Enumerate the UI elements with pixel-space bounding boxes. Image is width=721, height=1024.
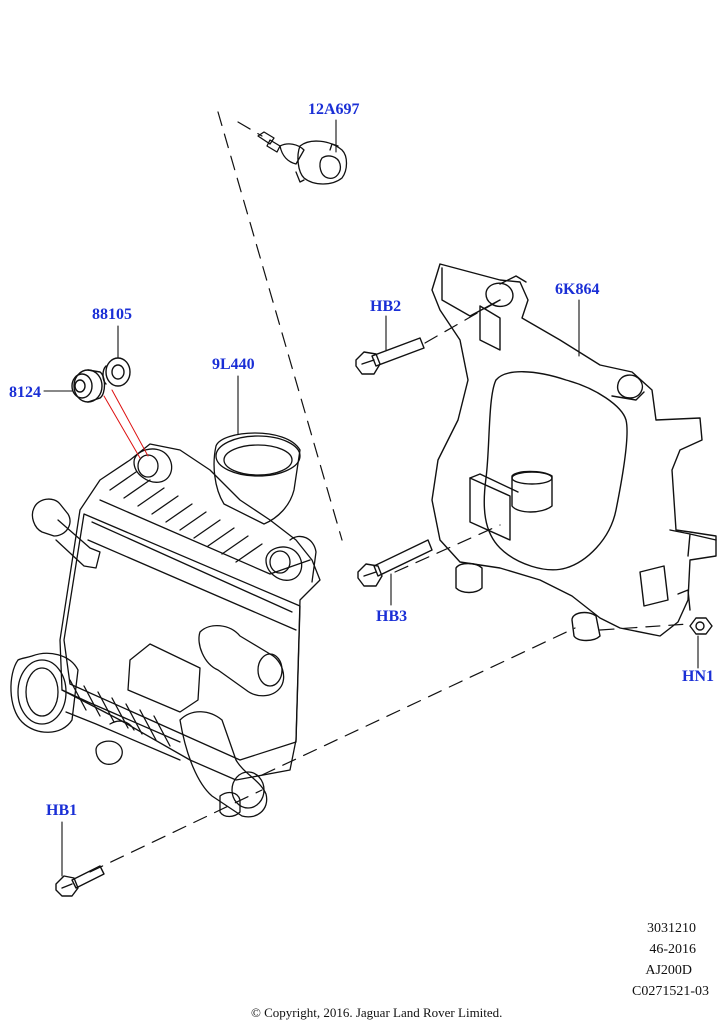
intercooler-9L440 [10, 432, 321, 818]
reference-line-2: 46-2016 [649, 942, 696, 957]
reference-line-3: AJ200D [645, 963, 692, 978]
callout-12A697[interactable]: 12A697 [308, 101, 360, 118]
reference-line-4: C0271521-03 [632, 984, 709, 999]
callout-88105[interactable]: 88105 [92, 306, 132, 323]
callout-6K864[interactable]: 6K864 [555, 281, 600, 298]
sensor-12A697 [257, 131, 348, 185]
bracket-6K864 [431, 263, 717, 642]
bolt-HB3 [357, 539, 433, 587]
callout-HB3[interactable]: HB3 [376, 608, 408, 625]
callout-8124[interactable]: 8124 [9, 384, 41, 401]
callout-HN1[interactable]: HN1 [682, 668, 714, 685]
reference-line-1: 3031210 [647, 921, 696, 936]
bolt-HB1 [55, 865, 105, 897]
red-leader-lines [103, 389, 149, 459]
seal-88105 [102, 357, 131, 387]
leader-lines [43, 119, 699, 877]
assembly-dashed-lines [89, 111, 689, 873]
callout-9L440[interactable]: 9L440 [212, 356, 255, 373]
nut-HN1 [689, 617, 713, 635]
callout-HB2[interactable]: HB2 [370, 298, 402, 315]
plug-8124 [71, 369, 106, 403]
callout-HB1[interactable]: HB1 [46, 802, 78, 819]
copyright-notice: © Copyright, 2016. Jaguar Land Rover Lim… [251, 1005, 503, 1020]
bolt-HB2 [355, 337, 425, 375]
